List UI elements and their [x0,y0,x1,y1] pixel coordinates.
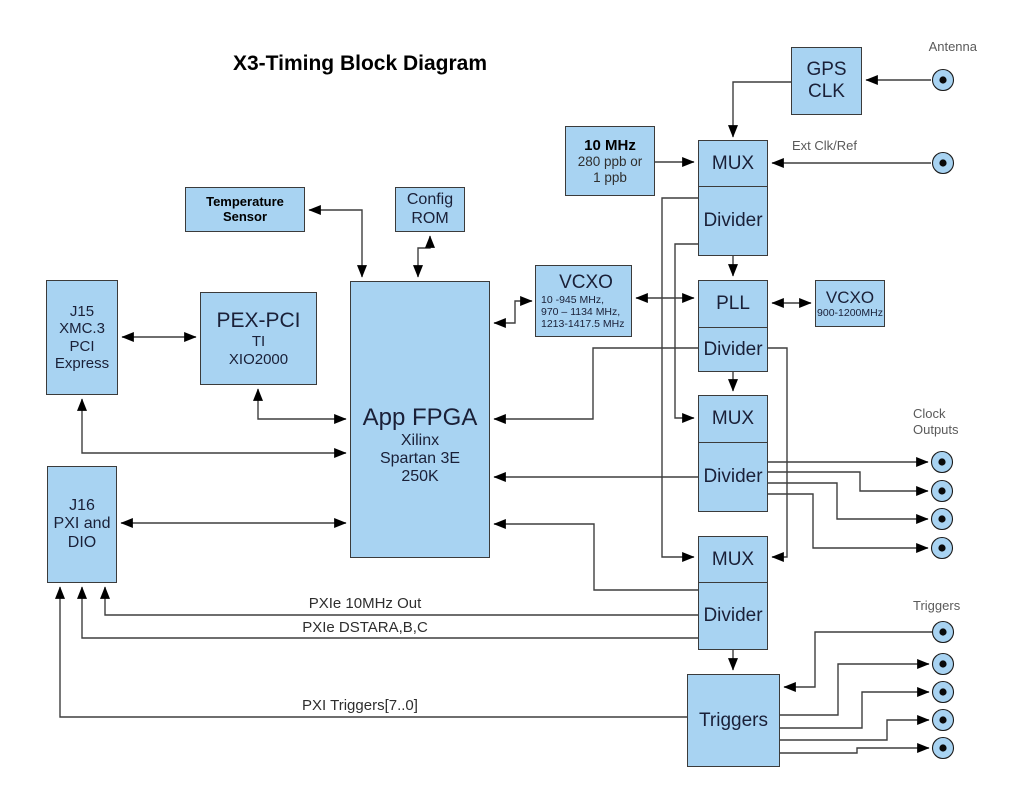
block-vcxo-fpga: VCXO 10 -945 MHz, 970 – 1134 MHz, 1213-1… [535,265,632,337]
wire-gpsclk-mux1 [728,81,791,138]
trigger-port-icon-2 [931,652,955,676]
block-vcxo-pll: VCXO 900-1200MHz [815,280,885,327]
block-label: Config [406,191,454,209]
clock-output-port-icon-4 [930,536,954,560]
block-app-fpga: App FPGA Xilinx Spartan 3E 250K [350,281,490,558]
block-sublabel: 280 ppb or [577,154,643,170]
block-label: 10 MHz [584,136,636,154]
pxie-10mhz-bus-label: PXIe 10MHz Out [308,595,422,612]
block-label: VCXO [559,271,613,293]
wire-plldiv-fpga [493,347,698,424]
trigger-port-icon-1 [931,620,955,644]
wire-fpga-div3 [493,519,698,591]
block-sublabel: XIO2000 [228,350,289,368]
block-gps-clk: GPS CLK [791,47,862,115]
wire-fpga-configrom [413,235,435,278]
block-label: Express [54,354,110,372]
block-pex-pci: PEX-PCI TI XIO2000 [200,292,317,385]
divider-label: Divider [703,210,763,232]
block-label: DIO [67,533,97,551]
block-sublabel: 1 ppb [593,169,627,185]
block-label: J15 [69,303,95,320]
wire-fpga-tempsensor [308,205,367,278]
wire-pxie10mhz-bus [100,586,698,616]
block-label: PCI [69,337,95,355]
mux-label: MUX [711,408,755,430]
clock-output-port-icon-3 [930,507,954,531]
antenna-port-icon [931,68,955,92]
block-mux-divider-top: MUX Divider [698,140,768,256]
block-label: App FPGA [362,404,478,432]
wire-div2-clkout-3 [768,482,929,524]
block-label: Triggers [699,709,768,731]
divider-label: Divider [703,338,763,360]
trigger-port-icon-5 [931,736,955,760]
block-label: ROM [411,209,449,227]
wire-trigout-3 [780,687,930,729]
clock-outputs-label-line: Outputs [913,422,959,438]
trigger-port-icon-3 [931,680,955,704]
wire-j15-fpga [77,398,347,458]
clock-output-port-icon-1 [930,450,954,474]
block-config-rom: Config ROM [395,187,465,232]
wire-div1-mux3 [661,197,698,562]
block-sublabel: TI [251,333,266,351]
wire-pexpci-fpga [253,388,347,424]
block-label: PXI and [53,515,111,533]
block-j15: J15 XMC.3 PCI Express [46,280,118,395]
mux-label: MUX [711,548,755,570]
block-label: GPS [806,59,847,81]
block-sublabel: Spartan 3E [379,450,461,468]
wire-div2-clkout-2 [768,471,929,496]
pll-label: PLL [716,293,750,315]
wire-trigout-5 [780,743,930,754]
block-label: PEX-PCI [216,309,301,333]
wire-trigin-1 [783,631,932,692]
wire-fpga-vcxo [493,296,533,328]
wire-plldiv-mux3 [768,347,788,562]
clock-outputs-label: Clock Outputs [913,406,983,439]
wire-pxitriggers-bus [55,586,687,718]
divider-label: Divider [703,605,763,627]
block-10mhz-osc: 10 MHz 280 ppb or 1 ppb [565,126,655,196]
block-sublabel: 250K [401,468,439,486]
block-label: Sensor [222,208,268,224]
mux-label: MUX [711,152,755,174]
block-label: CLK [808,81,845,102]
block-label: XMC.3 [59,320,105,338]
trigger-port-icon-4 [931,708,955,732]
wire-div1-mux2 [674,243,698,423]
block-sublabel: 1213-1417.5 MHz [541,317,625,330]
pxie-dstar-bus-label: PXIe DSTARA,B,C [302,619,428,636]
block-label: Temperature [206,193,284,209]
wire-trigout-4 [780,715,930,741]
ext-clk-port-icon [931,151,955,175]
wire-dstar-bus [77,586,698,639]
diagram-title: X3-Timing Block Diagram [232,52,487,75]
divider-label: Divider [703,466,763,488]
pxi-triggers-bus-label: PXI Triggers[7..0] [302,697,418,714]
block-pll-divider: PLL Divider [698,280,768,372]
ext-clk-ref-label: Ext Clk/Ref [792,138,858,153]
wire-trigout-2 [780,659,930,716]
block-mux-divider-mid: MUX Divider [698,395,768,512]
wire-div2-clkout-4 [768,493,929,553]
antenna-label: Antenna [928,39,977,54]
block-temp-sensor: Temperature Sensor [185,187,305,232]
block-sublabel: 10 -945 MHz, [541,293,605,306]
block-sublabel: 900-1200MHz [817,307,883,320]
block-sublabel: Xilinx [400,431,440,449]
block-sublabel: 970 – 1134 MHz, [541,305,621,318]
block-label: J16 [69,496,95,514]
block-label: VCXO [825,287,875,307]
clock-output-port-icon-2 [930,479,954,503]
triggers-io-label: Triggers [913,598,961,613]
block-mux-divider-bot: MUX Divider [698,536,768,650]
block-j16: J16 PXI and DIO [47,466,117,583]
block-triggers: Triggers [687,674,780,767]
clock-outputs-label-line: Clock [913,406,946,421]
